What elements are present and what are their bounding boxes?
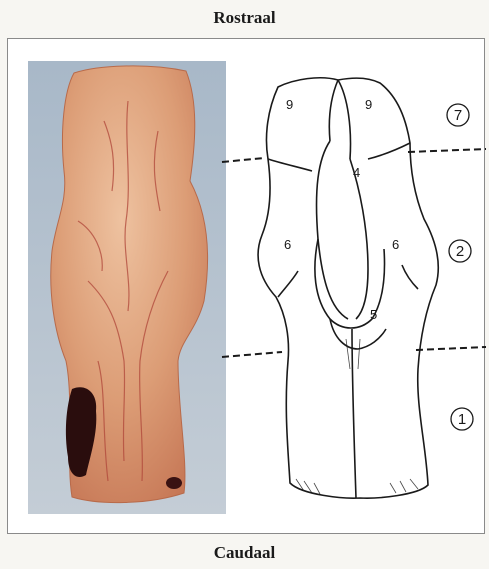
region-label-4: 4: [353, 165, 360, 180]
base-hatching: [296, 339, 418, 494]
zone-label-middle: 2: [456, 243, 464, 260]
organ-outline: [258, 78, 438, 498]
zone-label-bottom: 1: [458, 411, 466, 428]
region-label-5: 5: [370, 307, 377, 322]
zone-marker-middle: 2: [449, 240, 471, 262]
dash-left-lower: [222, 352, 282, 357]
zone-label-top: 7: [454, 107, 462, 124]
caudal-label: Caudaal: [0, 543, 489, 563]
region-label-6-left: 6: [284, 237, 291, 252]
dash-right-upper: [408, 149, 486, 152]
schematic-drawing: 9 9 4 6 6 5 7 2 1: [8, 39, 486, 535]
dash-left-upper: [222, 158, 264, 162]
region-label-9-right: 9: [365, 97, 372, 112]
figure-frame: 9 9 4 6 6 5 7 2 1: [7, 38, 485, 534]
zone-marker-top: 7: [447, 104, 469, 126]
region-label-6-right: 6: [392, 237, 399, 252]
dash-right-lower: [416, 347, 486, 350]
region-label-9-left: 9: [286, 97, 293, 112]
zone-marker-bottom: 1: [451, 408, 473, 430]
zone-boundary-markers: [222, 149, 486, 357]
rostral-label: Rostraal: [0, 8, 489, 28]
